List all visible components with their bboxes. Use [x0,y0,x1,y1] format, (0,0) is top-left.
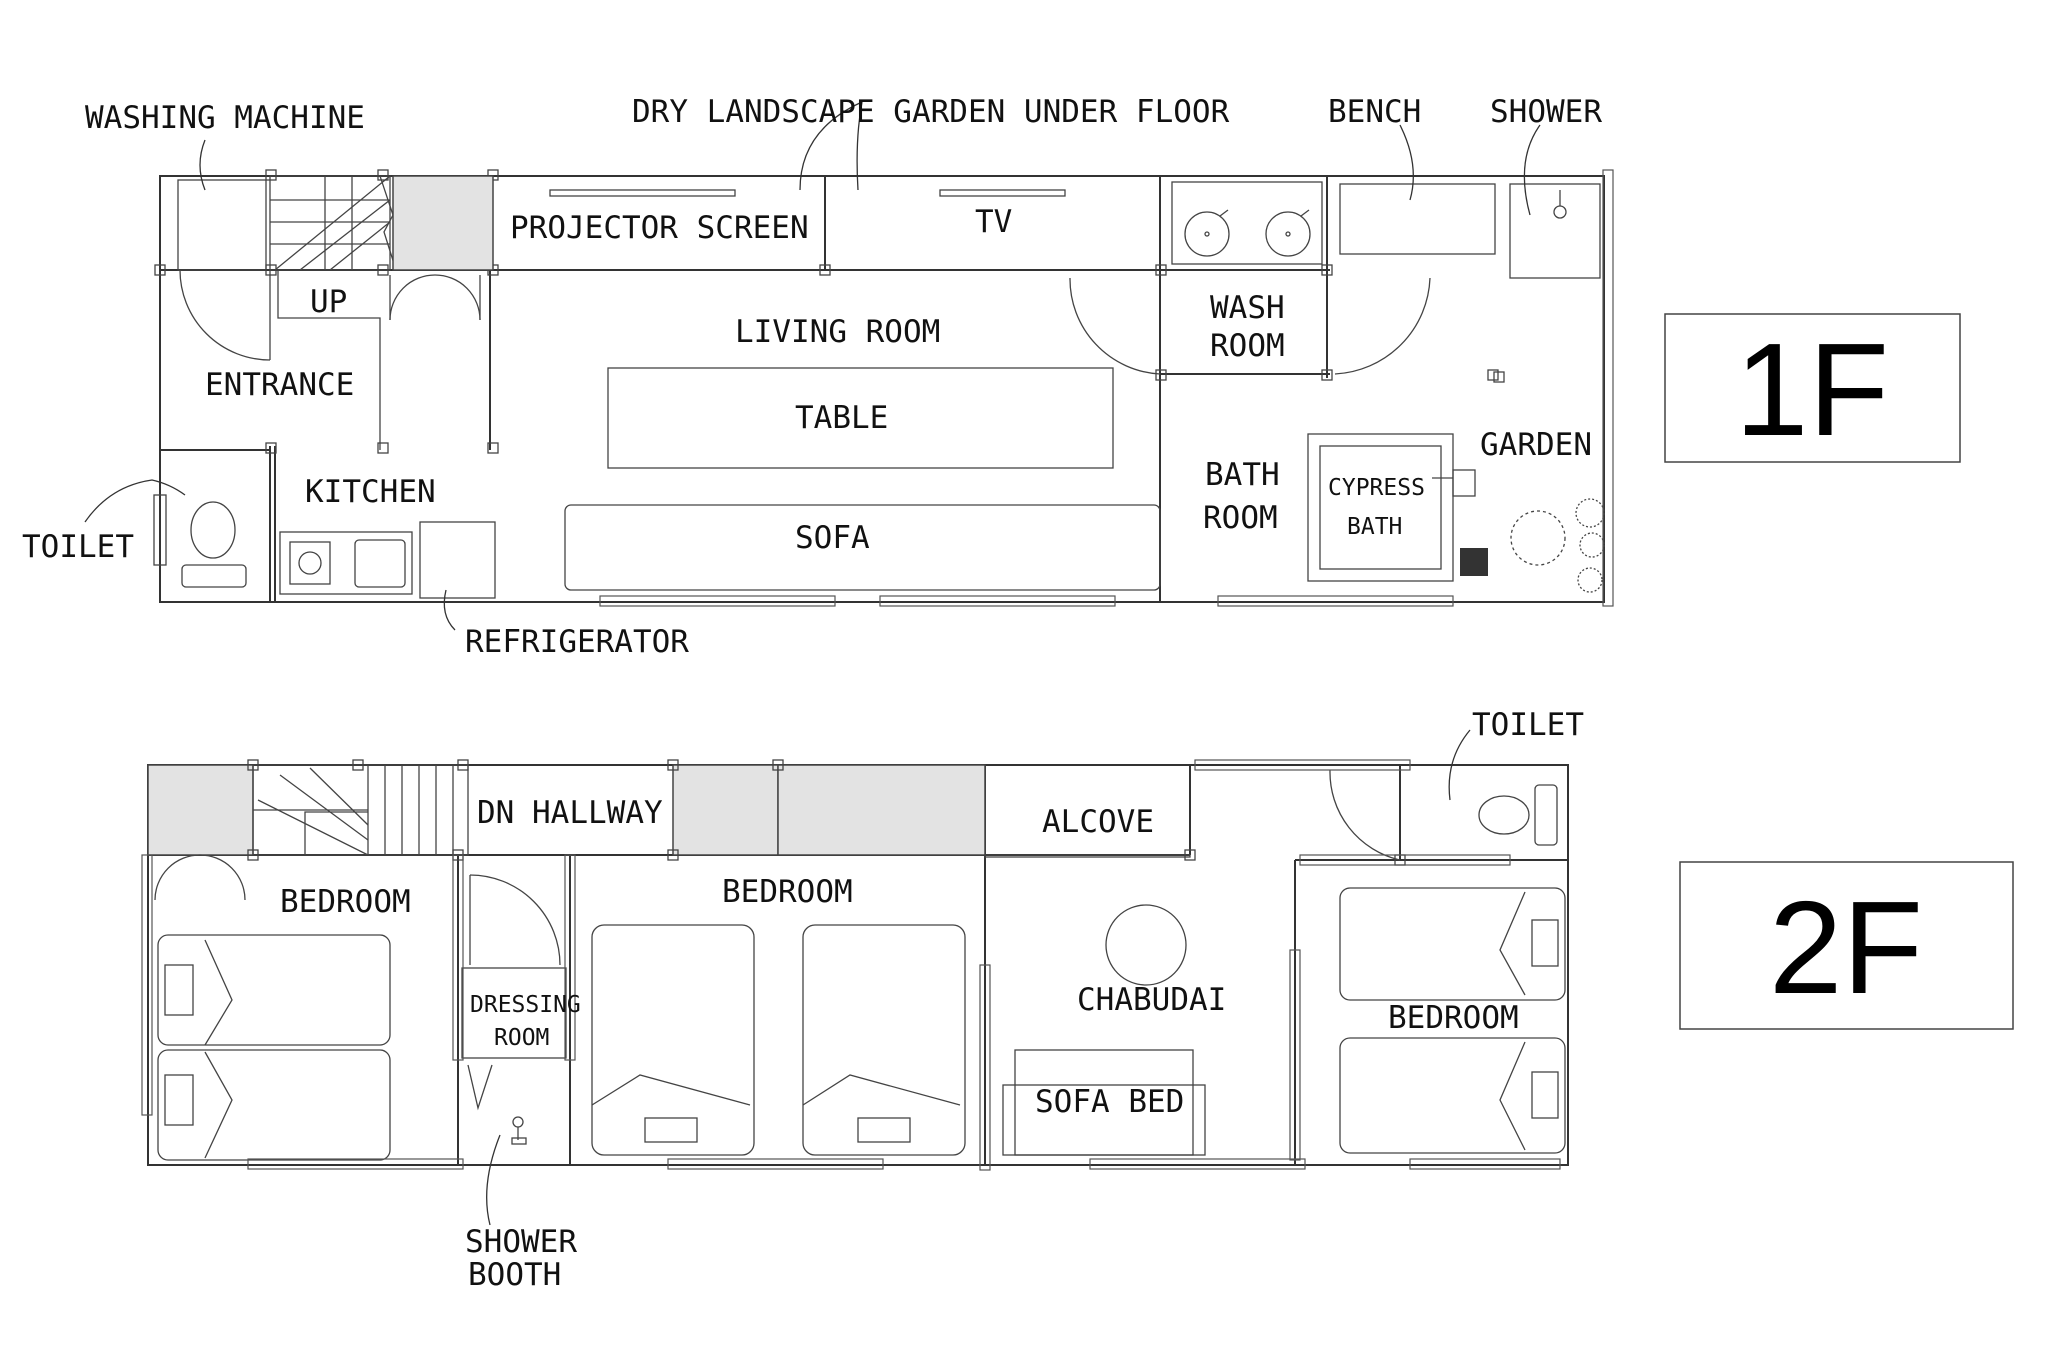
label-garden: GARDEN [1480,427,1592,463]
label-projector-screen: PROJECTOR SCREEN [510,210,809,246]
label-up: UP [310,284,347,320]
label-hallway: HALLWAY [532,795,663,831]
window-right [1602,169,1614,607]
shower-head [1553,205,1567,219]
label-living-room: LIVING ROOM [735,314,940,350]
label-bedroom-right: BEDROOM [1388,1000,1519,1036]
beds-middle-bedroom [591,924,966,1156]
columns-1f [154,169,1499,454]
leader-lines-1f [84,101,1541,631]
floor-badge-1f: 1F [1664,313,1961,463]
kitchen-counter [279,521,496,599]
double-door-left [389,274,436,321]
label-shower-booth-2: BOOTH [468,1257,561,1293]
label-shower: SHOWER [1490,94,1602,130]
label-toilet-1f: TOILET [22,529,134,565]
label-bedroom-middle: BEDROOM [722,874,853,910]
label-dry-landscape-garden: DRY LANDSCAPE GARDEN UNDER FLOOR [632,94,1230,130]
double-door-right [434,274,481,321]
label-entrance: ENTRANCE [205,367,354,403]
label-cypress-bath-2: BATH [1347,514,1402,540]
labels-1f: WASHING MACHINE DRY LANDSCAPE GARDEN UND… [22,94,1602,660]
floor-badge-1f-text: 1F [1735,316,1889,463]
labels-2f: TOILET DN HALLWAY ALCOVE BEDROOM BEDROOM… [280,707,1584,1293]
staircase-2f [252,764,469,856]
storage-1f [392,175,494,271]
washing-machine-unit [177,179,267,271]
wash-basins [1171,181,1323,265]
storage-2f-right [777,764,986,856]
refrigerator [419,521,496,599]
closet-door-right [199,854,246,901]
label-washing-machine: WASHING MACHINE [85,100,365,136]
bath-heater [1460,548,1488,576]
cypress-bath-tub [1307,371,1505,582]
label-bench: BENCH [1328,94,1421,130]
floor-2f-plan [141,729,1569,1226]
sofa-bed [1002,1049,1206,1156]
windows-bottom-1f [599,595,1454,607]
staircase-1f [269,175,397,271]
alcove-edge [984,854,1191,858]
label-alcove: ALCOVE [1042,804,1154,840]
sofa [564,504,1161,591]
chabudai-table [1105,904,1187,986]
floor-1f-outline [159,175,1605,603]
floor-1f-plan [84,101,1614,631]
wash-room-door-right [1334,277,1431,375]
entrance-door [179,269,271,361]
toilet-2f [1329,769,1558,861]
floor-badge-2f: 2F [1679,861,2014,1030]
label-table: TABLE [795,400,888,436]
label-bedroom-left: BEDROOM [280,884,411,920]
projector-screen [549,189,736,197]
beds-left-bedroom [157,934,391,1161]
label-bath-room-1: BATH [1205,457,1280,493]
label-shower-booth-1: SHOWER [465,1224,577,1260]
floor-badge-2f-text: 2F [1769,874,1923,1021]
leader-lines-2f [486,729,1471,1226]
label-kitchen: KITCHEN [305,474,436,510]
windows-2f [141,759,1561,1171]
storage-2f-left [147,764,254,856]
label-tv: TV [975,204,1012,240]
label-wash-room-2: ROOM [1210,328,1285,364]
stair-edge [277,270,381,450]
label-refrigerator: REFRIGERATOR [465,624,689,660]
beds-right-bedroom [1339,887,1566,1154]
storage-2f-middle [672,764,779,856]
garden-plants [1510,498,1605,593]
dressing-room [461,874,567,1145]
tv-unit [939,189,1066,197]
label-sofa: SOFA [795,520,870,556]
bench [1339,183,1496,255]
label-toilet-2f: TOILET [1472,707,1584,743]
table [607,367,1114,469]
label-cypress-bath-1: CYPRESS [1328,475,1425,501]
wash-room-door-left [1069,277,1161,375]
label-dn: DN [477,795,514,831]
closet-door-left [154,854,201,901]
shower-stall [1509,183,1601,279]
label-sofa-bed: SOFA BED [1035,1084,1184,1120]
label-wash-room-1: WASH [1210,290,1285,326]
label-dressing-room-2: ROOM [494,1025,549,1051]
label-bath-room-2: ROOM [1203,500,1278,536]
label-dressing-room-1: DRESSING [470,992,581,1018]
toilet-1f [153,494,247,588]
label-chabudai: CHABUDAI [1077,982,1226,1018]
